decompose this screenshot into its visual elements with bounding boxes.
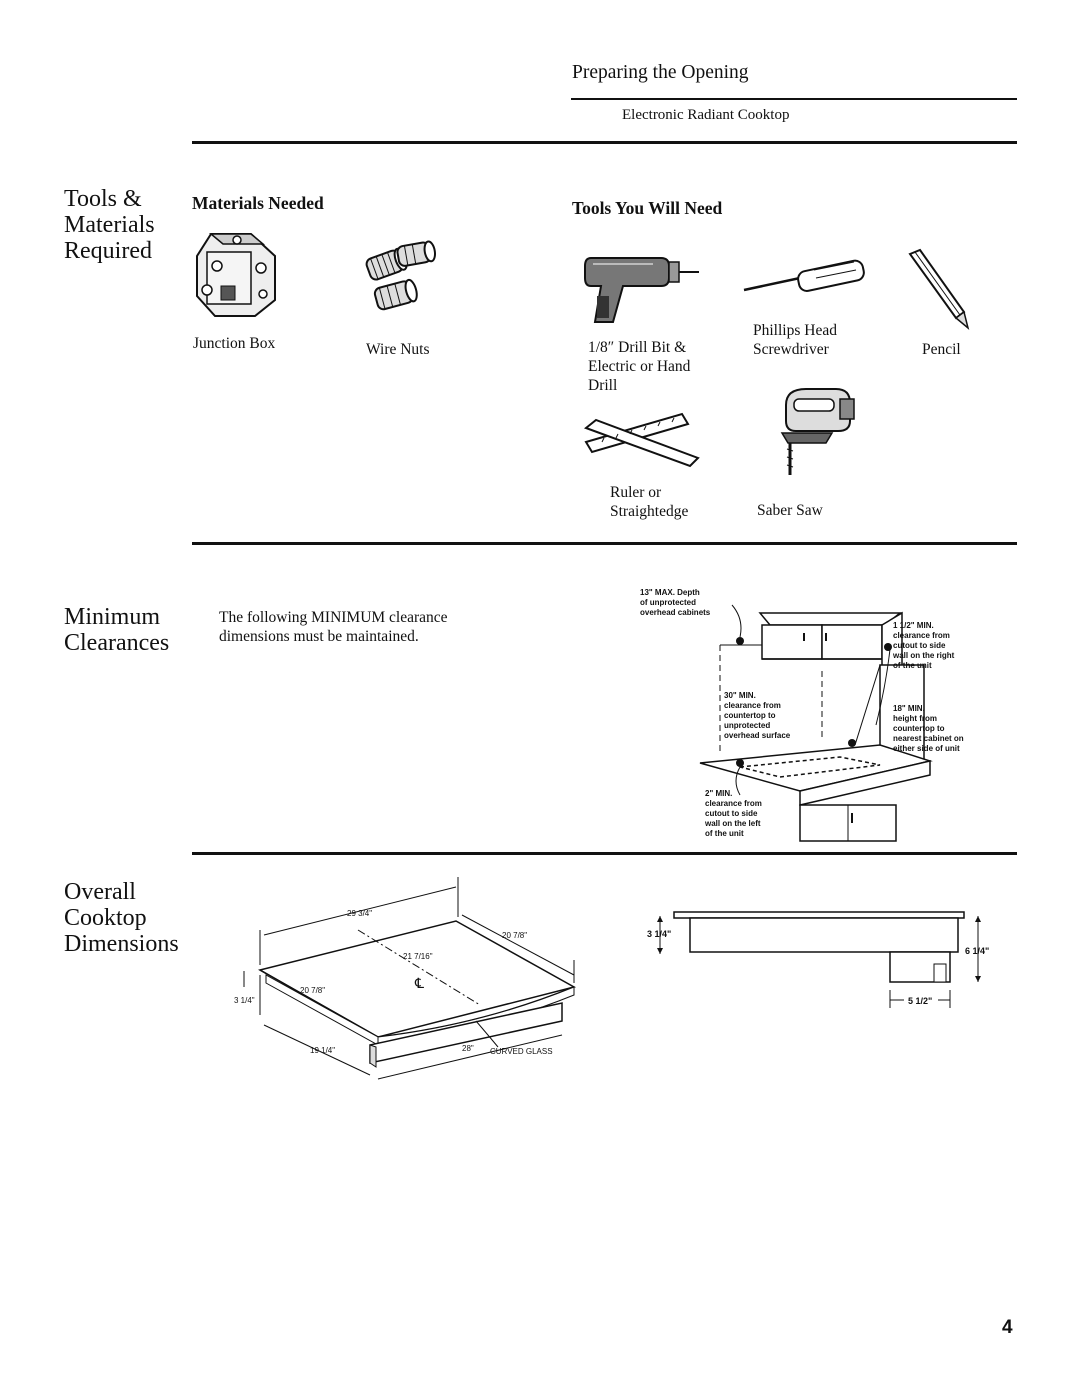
- pencil-label: Pencil: [922, 341, 961, 358]
- dim-thickness-left: 3 1/4": [234, 996, 255, 1005]
- callout-depth: 13" MAX. Depth of unprotected overhead c…: [640, 588, 711, 617]
- callout-side-left: 2" MIN. clearance from cutout to side wa…: [705, 789, 762, 838]
- page-number: 4: [1002, 1317, 1013, 1338]
- page-title: Preparing the Opening: [572, 62, 749, 83]
- header-rule: [571, 98, 1017, 100]
- screwdriver-icon: [743, 259, 865, 292]
- tools-materials-heading: Tools & Materials Required: [64, 186, 155, 264]
- clearance-diagram: [699, 604, 933, 842]
- screwdriver-label: Phillips Head Screwdriver: [753, 322, 837, 358]
- junction-box-label: Junction Box: [193, 335, 276, 352]
- centerline-symbol: ℄: [415, 975, 424, 991]
- materials-needed-heading: Materials Needed: [192, 193, 324, 213]
- clearances-body-text: The following MINIMUM clearance dimensio…: [219, 609, 448, 645]
- ruler-icon: [583, 412, 700, 468]
- dim-depth-left: 20 7/8": [300, 986, 326, 995]
- drill-label: 1/8″ Drill Bit & Electric or Hand Drill: [588, 339, 691, 394]
- pencil-icon: [908, 248, 970, 331]
- dim-side-height: 3 1/4": [647, 929, 672, 939]
- cooktop-side-profile-diagram: [657, 911, 981, 1008]
- callout-overhead: 30" MIN. clearance from countertop to un…: [724, 691, 791, 740]
- drill-icon: [584, 257, 699, 323]
- section-rule-1: [192, 141, 1017, 144]
- callout-side-right: 1 1/2" MIN. clearance from cutout to sid…: [893, 621, 955, 670]
- dim-box-width: 5 1/2": [908, 996, 933, 1006]
- wire-nuts-icon: [365, 240, 436, 311]
- section-rule-3: [192, 852, 1017, 855]
- curved-glass-label: CURVED GLASS: [490, 1047, 553, 1056]
- dim-total-height: 6 1/4": [965, 946, 990, 956]
- callout-height: 18" MIN. height from countertop to neare…: [893, 704, 964, 753]
- saber-saw-label: Saber Saw: [757, 502, 823, 519]
- ruler-label: Ruler or Straightedge: [610, 484, 689, 520]
- dim-centerline-depth: 21 7/16": [403, 952, 433, 961]
- cooktop-perspective-diagram: [243, 877, 577, 1080]
- dim-front-width: 28": [462, 1044, 474, 1053]
- dim-width-back: 29 3/4": [347, 909, 373, 918]
- minimum-clearances-heading: Minimum Clearances: [64, 604, 170, 656]
- dim-base-width: 19 1/4": [310, 1046, 336, 1055]
- junction-box-icon: [196, 233, 276, 317]
- saber-saw-icon: [780, 388, 855, 475]
- page-subtitle: Electronic Radiant Cooktop: [622, 107, 790, 123]
- section-rule-2: [192, 542, 1017, 545]
- wire-nuts-label: Wire Nuts: [366, 341, 430, 358]
- overall-dimensions-heading: Overall Cooktop Dimensions: [64, 879, 179, 957]
- dim-depth-right: 20 7/8": [502, 931, 528, 940]
- tools-needed-heading: Tools You Will Need: [572, 198, 723, 218]
